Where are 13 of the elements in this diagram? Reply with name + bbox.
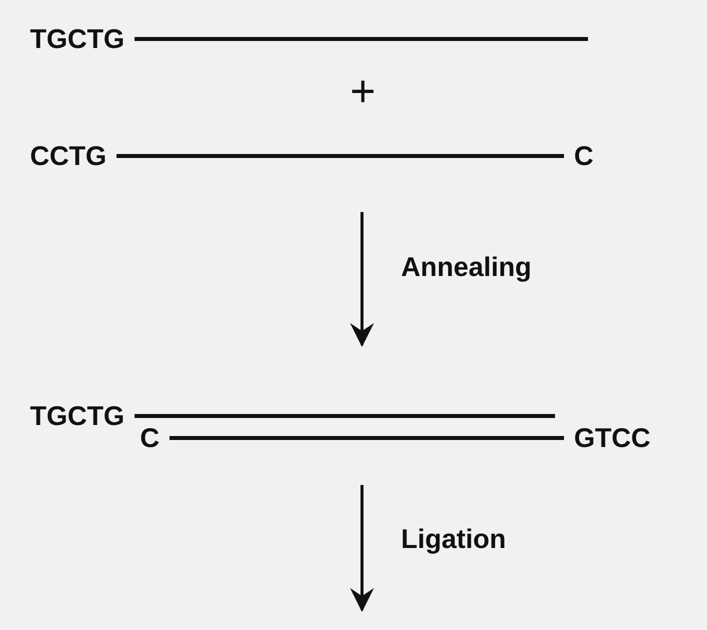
step-label: Annealing (400, 252, 533, 282)
plus-sign: + (349, 70, 377, 114)
sequence-label: GTCC (574, 423, 650, 453)
step-label: Ligation (400, 524, 507, 554)
strand-line (134, 414, 555, 418)
sequence-label: CCTG (30, 141, 106, 171)
strand-line (116, 154, 564, 158)
sequence-label: TGCTG (30, 24, 124, 54)
sequence-label: TGCTG (30, 401, 124, 431)
sequence-label: C (574, 141, 594, 171)
sequence-label: C (140, 423, 160, 453)
strand-line (170, 436, 564, 440)
strand-line (134, 37, 588, 41)
